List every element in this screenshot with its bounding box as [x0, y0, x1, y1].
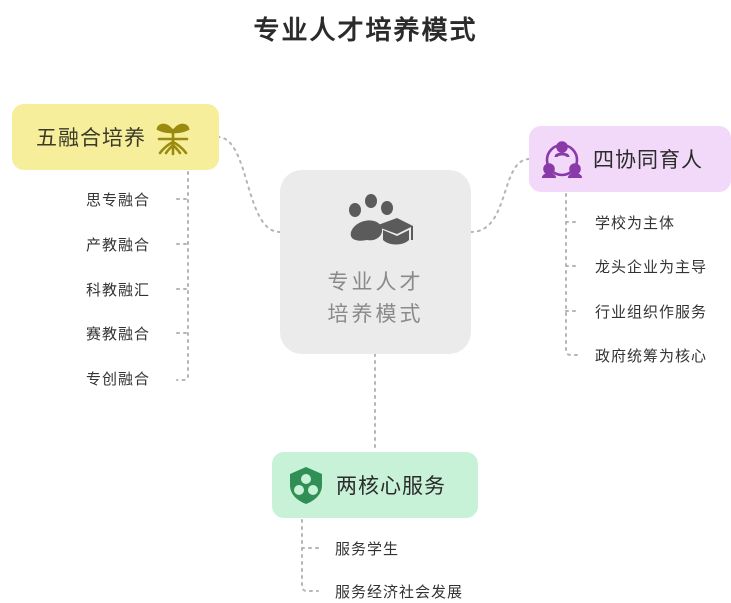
- left-item: 思专融合: [86, 191, 151, 209]
- center-label-line-1: 专业人才: [327, 270, 424, 294]
- right-items-ticks: [565, 221, 580, 312]
- left-item: 科教融汇: [86, 281, 151, 299]
- right-item: 行业组织作服务: [595, 303, 708, 321]
- left-item: 赛教融合: [86, 325, 151, 343]
- branch-bottom-label: 两核心服务: [336, 474, 446, 498]
- branch-two-core: 两核心服务: [272, 452, 478, 518]
- paw-graduation-cap-icon: [349, 194, 413, 245]
- shield-circles-icon: [290, 467, 322, 504]
- right-item: 学校为主体: [595, 214, 676, 232]
- right-items-line: [565, 193, 580, 356]
- right-item: 龙头企业为主导: [595, 258, 708, 276]
- page-title: 专业人才培养模式: [253, 16, 478, 46]
- center-label-line-2: 培养模式: [327, 302, 424, 326]
- bottom-items-line: [301, 519, 319, 592]
- center-label: 专业人才 培养模式: [280, 266, 471, 330]
- bottom-item: 服务学生: [335, 540, 400, 558]
- right-item: 政府统筹为核心: [595, 347, 708, 365]
- branch-five-integration: 五融合培养: [12, 104, 219, 170]
- connector-right: [470, 158, 530, 233]
- people-circle-icon: [541, 141, 583, 179]
- center-node: 专业人才 培养模式: [280, 170, 471, 354]
- bottom-item: 服务经济社会发展: [335, 583, 464, 601]
- left-items-ticks: [176, 198, 189, 334]
- branch-right-label: 四协同育人: [593, 148, 703, 172]
- sprout-icon: [156, 123, 190, 156]
- branch-left-label: 五融合培养: [36, 126, 146, 150]
- branch-four-cooperation: 四协同育人: [529, 126, 731, 192]
- left-items-line: [176, 171, 189, 381]
- connector-left: [218, 136, 281, 233]
- left-item: 产教融合: [86, 236, 151, 254]
- left-item: 专创融合: [86, 370, 151, 388]
